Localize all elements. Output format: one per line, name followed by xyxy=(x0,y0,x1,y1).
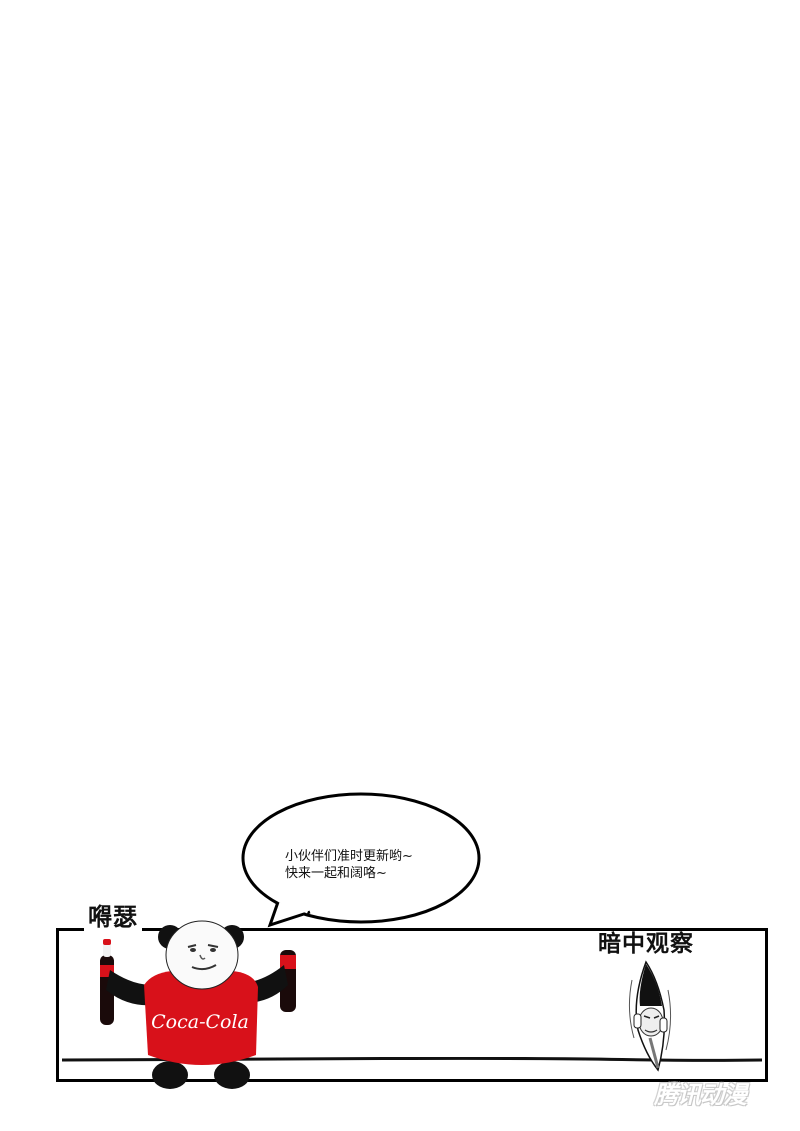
speech-bubble-text: 小伙伴们准时更新哟~ 快来一起和阔咯~ xyxy=(285,848,413,882)
speech-line-2: 快来一起和阔咯~ xyxy=(285,866,387,881)
caption-secretly-watching: 暗中观察 xyxy=(598,931,694,957)
svg-text:Coca-Cola: Coca-Cola xyxy=(151,1011,249,1033)
speech-bubble xyxy=(241,792,481,928)
speech-line-1: 小伙伴们准时更新哟~ xyxy=(285,849,413,864)
panda-character-image: Coca-Cola xyxy=(100,920,296,1089)
caption-smug: 嘚瑟 xyxy=(84,903,142,931)
peeking-character-image xyxy=(628,960,672,1072)
tencent-comics-watermark: 腾讯动漫 xyxy=(654,1081,747,1109)
